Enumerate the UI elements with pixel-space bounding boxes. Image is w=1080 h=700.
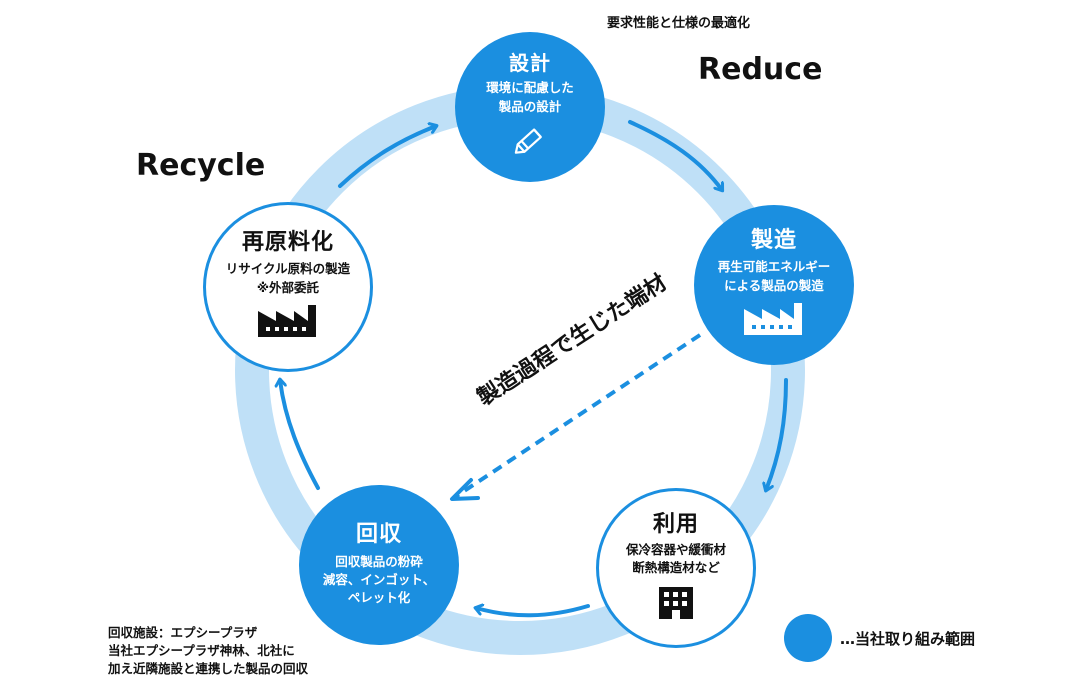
node-design[interactable]: 設計 環境に配慮した 製品の設計: [455, 32, 605, 182]
node-remake-desc: リサイクル原料の製造 ※外部委託: [225, 261, 351, 295]
facility-note: 回収施設：エプシープラザ 当社エプシープラザ神林、北社に 加え近隣施設と連携した…: [108, 625, 309, 677]
building-icon: [656, 583, 696, 623]
factory-icon: [742, 301, 806, 341]
node-manufacture-desc: 再生可能エネルギー による製品の製造: [717, 259, 831, 293]
node-design-desc: 環境に配慮した 製品の設計: [486, 80, 574, 114]
factory-icon: [256, 303, 320, 343]
legend-swatch: [784, 614, 832, 662]
arrow-manufacture-to-use: [766, 378, 788, 490]
arrow-collect-to-remake: [280, 380, 320, 490]
node-use-desc: 保冷容器や緩衝材 断熱構造材など: [625, 541, 726, 576]
legend: …当社取り組み範囲: [784, 614, 975, 662]
node-remake-title: 再原料化: [241, 230, 334, 256]
header-note: 要求性能と仕様の最適化: [607, 16, 751, 31]
arrow-design-to-manufacture: [628, 120, 722, 190]
pencil-icon: [510, 122, 550, 162]
node-collect-desc: 回収製品の粉砕 減容、インゴット、 ペレット化: [322, 553, 436, 606]
node-collect[interactable]: 回収 回収製品の粉砕 減容、インゴット、 ペレット化: [299, 485, 459, 645]
node-collect-title: 回収: [355, 521, 402, 547]
node-manufacture[interactable]: 製造 再生可能エネルギー による製品の製造: [694, 205, 854, 365]
phase-recycle: Recycle: [136, 148, 266, 183]
node-manufacture-title: 製造: [750, 228, 797, 254]
node-design-title: 設計: [509, 51, 551, 76]
node-remake[interactable]: 再原料化 リサイクル原料の製造 ※外部委託: [203, 202, 373, 372]
phase-reduce: Reduce: [698, 52, 823, 87]
node-use-title: 利用: [652, 511, 699, 537]
legend-label: …当社取り組み範囲: [840, 629, 976, 648]
scrap-dashed-arrow: [453, 333, 702, 499]
arrow-use-to-collect: [476, 606, 590, 618]
arrow-remake-to-design: [338, 126, 436, 188]
node-use[interactable]: 利用 保冷容器や緩衝材 断熱構造材など: [596, 488, 756, 648]
scrap-arrow-head: [450, 478, 480, 501]
